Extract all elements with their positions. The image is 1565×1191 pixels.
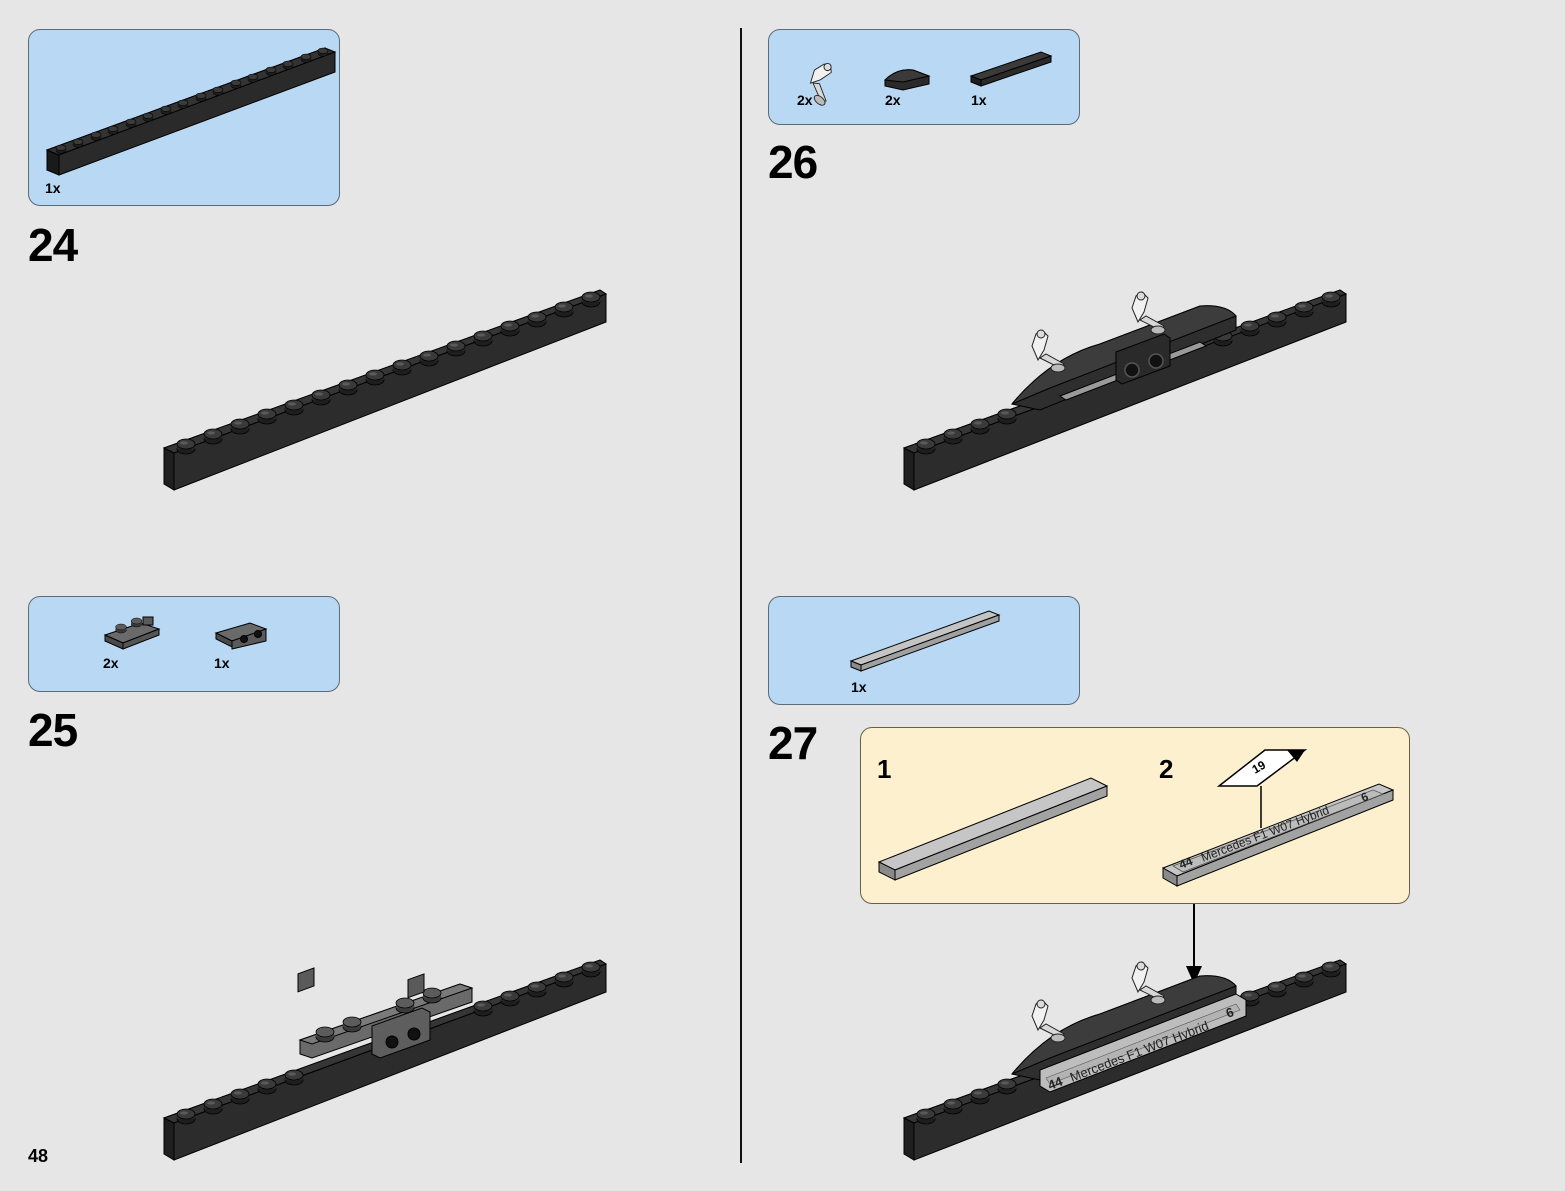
sticker-callout: 19 <box>1216 749 1308 828</box>
plate-1x2-clip-gray-icon <box>103 616 161 650</box>
part-quantity: 1x <box>971 92 987 108</box>
parts-callout-step-25: 2x 1x <box>28 596 340 692</box>
parts-callout-step-24: 1x <box>28 29 340 206</box>
page-number: 48 <box>28 1146 49 1166</box>
arrow-down-icon <box>1186 904 1202 984</box>
part-quantity: 1x <box>851 679 867 695</box>
sticker-text: Mercedes F1 W07 Hybrid <box>1199 803 1331 865</box>
brick-1x16-black-icon <box>45 47 337 176</box>
substep-panel-step-27: 1 2 19 44 Mercedes F1 W07 Hybrid 6 <box>860 727 1410 904</box>
step-number: 24 <box>28 219 78 271</box>
plate-1x2-pinholes-gray-icon <box>214 622 268 650</box>
tile-1x8-gray-icon <box>849 610 1001 672</box>
substep-2-tile-with-sticker: 44 Mercedes F1 W07 Hybrid 6 <box>1161 783 1395 887</box>
part-quantity: 2x <box>885 92 901 108</box>
model-sticker-number-left: 44 <box>1046 1073 1066 1092</box>
parts-callout-step-26: 2x 2x 1x <box>768 29 1080 125</box>
step-number: 26 <box>768 136 818 188</box>
sticker-number-right: 6 <box>1359 789 1371 805</box>
sticker-number-left: 44 <box>1177 854 1195 872</box>
assembly-model-step-27: 44 Mercedes F1 W07 Hybrid 6 <box>902 959 1348 1161</box>
clip-bar-white-icon <box>798 58 847 108</box>
step-number: 27 <box>768 717 818 769</box>
page-divider <box>740 28 742 1163</box>
substep-number: 2 <box>1159 754 1174 784</box>
slope-curved-black-icon <box>883 69 931 91</box>
assembly-model-step-25 <box>162 959 608 1161</box>
step-number: 25 <box>28 704 78 756</box>
substep-number: 1 <box>877 754 892 784</box>
part-quantity: 1x <box>214 655 230 671</box>
part-quantity: 2x <box>103 655 119 671</box>
parts-callout-step-27: 1x <box>768 596 1080 705</box>
assembly-model-step-26 <box>902 289 1348 491</box>
part-quantity: 2x <box>797 92 813 108</box>
sticker-number: 19 <box>1250 758 1269 777</box>
substep-1-tile <box>877 777 1109 881</box>
assembly-model-step-24 <box>162 289 608 491</box>
tile-1x6-black-icon <box>969 51 1053 87</box>
part-quantity: 1x <box>45 180 61 196</box>
